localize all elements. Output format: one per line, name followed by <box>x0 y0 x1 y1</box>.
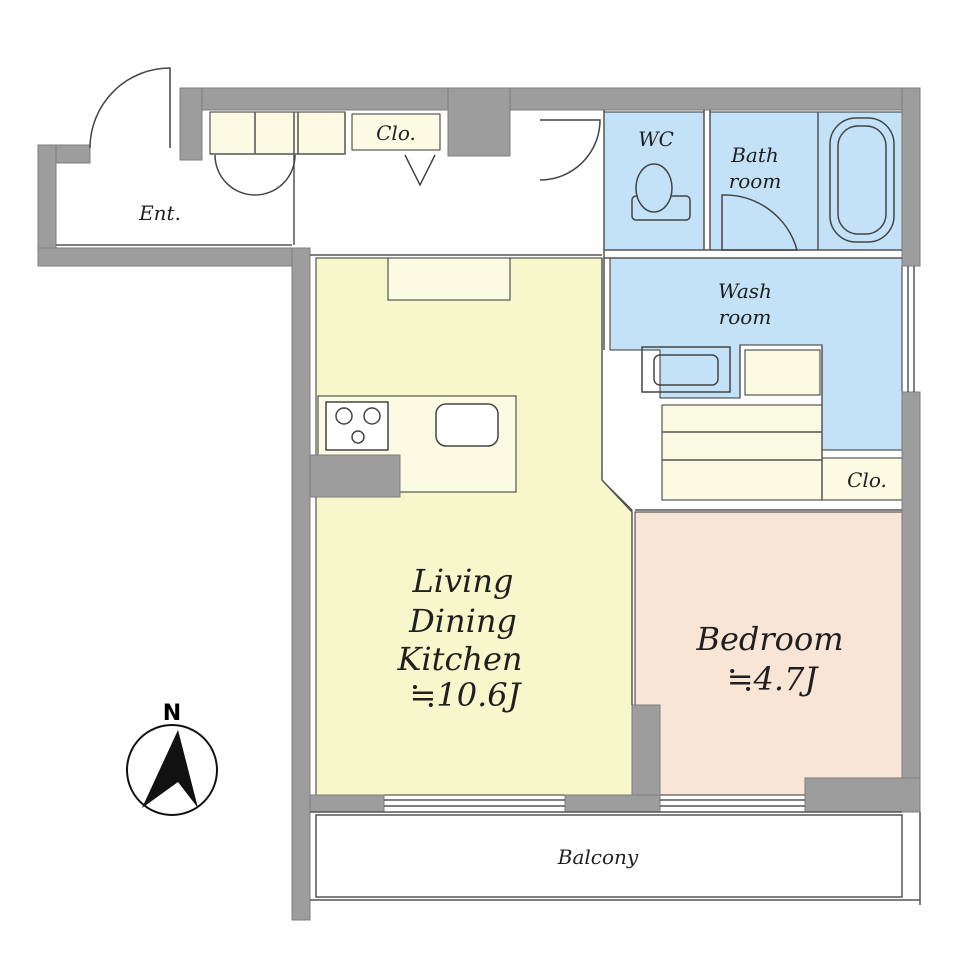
wash-shelf <box>744 349 821 396</box>
hall-door-swing <box>539 119 601 181</box>
entrance-door-swing <box>89 67 171 149</box>
balcony-label: Balcony <box>557 845 639 869</box>
bedroom-closet-label: Clo. <box>847 468 887 492</box>
bath-label-1: Bath <box>730 143 779 167</box>
entrance-closet-box <box>351 113 441 151</box>
room-labels: Ent. Clo. WC Bath room Wash room Clo. Li… <box>138 121 887 869</box>
ldk-label-1: Living <box>412 562 514 600</box>
entrance-label: Ent. <box>138 201 181 225</box>
bedroom-label: Bedroom <box>695 620 843 658</box>
wash-label-1: Wash <box>718 279 772 303</box>
north-compass: N <box>126 701 218 816</box>
bedroom-size: ≒4.7J <box>727 660 820 698</box>
kitchen-back-counter <box>387 257 511 301</box>
bathtub-icon <box>829 117 895 243</box>
shoe-cabinet <box>209 111 346 155</box>
stove-icon <box>325 401 389 451</box>
washbasin-icon <box>641 346 731 393</box>
walls <box>37 87 921 921</box>
north-arrow-icon <box>142 730 198 808</box>
kitchen-sink-icon <box>435 403 499 447</box>
closet-door-swing <box>404 154 436 187</box>
partitions <box>56 110 921 905</box>
ldk-size: ≒10.6J <box>410 676 523 714</box>
fixtures <box>89 67 895 451</box>
compass-n-label: N <box>163 701 181 726</box>
bath-door-swing <box>721 194 798 251</box>
bath-label-2: room <box>729 169 782 193</box>
toilet-icon <box>631 163 691 221</box>
wash-label-2: room <box>719 305 772 329</box>
wc-label: WC <box>638 127 674 151</box>
room-fills <box>209 111 903 796</box>
ldk-label-2: Dining <box>408 602 517 640</box>
ldk-label-3: Kitchen <box>396 640 522 678</box>
entrance-closet-label: Clo. <box>376 121 416 145</box>
ldk-floor <box>315 257 661 796</box>
bedroom-closet-box <box>661 404 823 501</box>
